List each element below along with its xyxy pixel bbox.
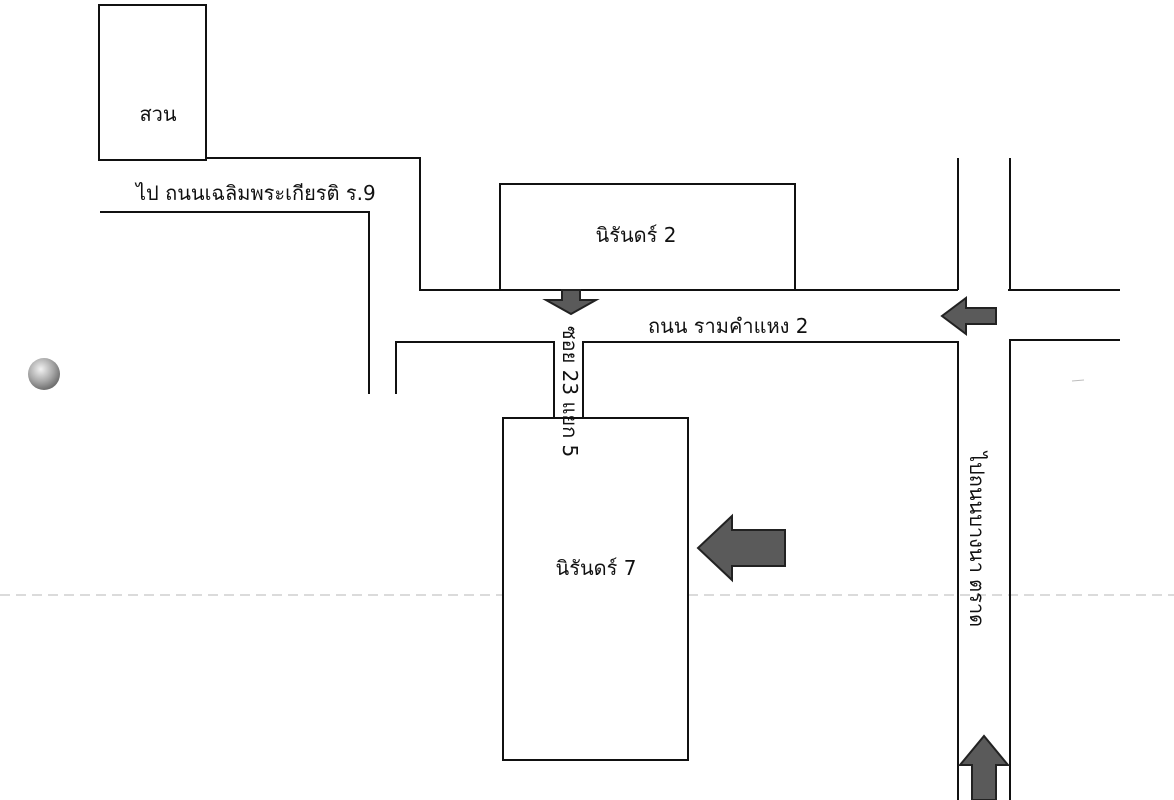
arrow-left-icon <box>940 296 997 336</box>
arrow-left-icon <box>696 513 786 583</box>
hole-punch-dot <box>28 358 60 390</box>
road-ramkhamhaeng-south-edge-east <box>582 341 959 800</box>
road-chaloem-label: ไป ถนนเฉลิมพระเกียรติ ร.9 <box>134 181 376 205</box>
scan-mark <box>1071 379 1085 382</box>
garden-label: สวน <box>139 102 176 126</box>
building-nirun-7 <box>502 417 689 761</box>
arrow-up-icon <box>957 734 1011 800</box>
soi-23-yaek-5-label: ซอย 23 แยก 5 <box>558 326 582 457</box>
road-bangna-east-edge <box>1009 339 1120 800</box>
building-nirun-7-label: นิรันดร์ 7 <box>556 556 637 580</box>
arrow-down-icon <box>542 289 600 316</box>
road-chaloem-north-edge <box>206 157 500 291</box>
road-ramkhamhaeng-label: ถนน รามคำแหง 2 <box>648 314 809 338</box>
building-nirun-2-label: นิรันดร์ 2 <box>596 223 677 247</box>
road-chaloem-south-edge <box>100 211 370 394</box>
road-bangna-trat-label: ไปถนนบางนา ตราด <box>965 450 989 627</box>
garden-block <box>98 4 207 161</box>
road-ramkhamhaeng-south-edge-west <box>395 341 555 418</box>
building-nirun-2 <box>499 183 796 291</box>
